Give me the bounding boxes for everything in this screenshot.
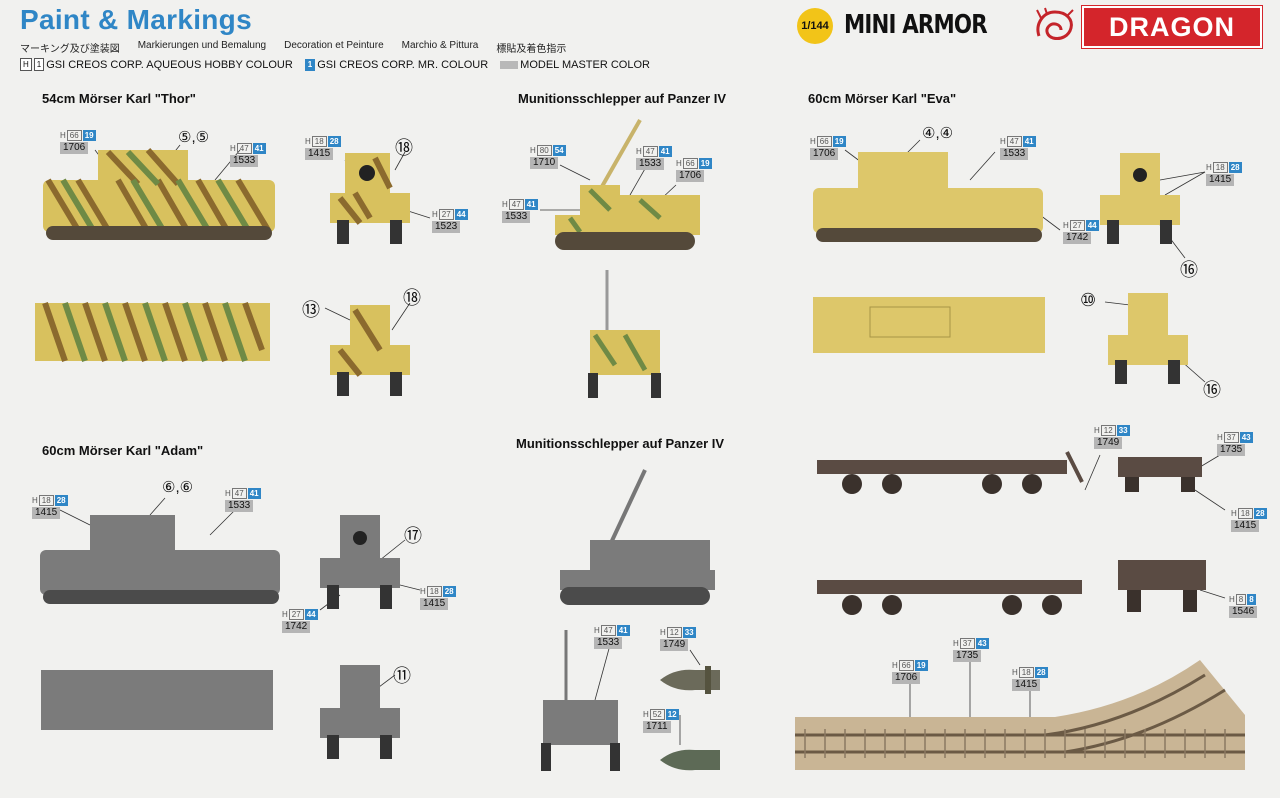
decal-callout: ⑪: [393, 666, 411, 686]
legend-aqueous-label: GSI CREOS CORP. AQUEOUS HOBBY COLOUR: [46, 58, 293, 71]
legend-mr-num: 1: [304, 58, 316, 71]
title-chinese: 標貼及着色指示: [496, 44, 567, 55]
decal-callout: ⑥,⑥: [162, 479, 194, 496]
thor-side-view: [43, 148, 275, 240]
legend-aqueous-box: H: [20, 58, 32, 71]
dragon-emblem-icon: [1036, 7, 1074, 40]
rail-track-diorama: [795, 660, 1245, 770]
title-japanese: マーキング及び塗装図: [20, 44, 120, 55]
legend-model-master-label: MODEL MASTER COLOR: [520, 58, 650, 71]
legend-aqueous-num: 1: [33, 58, 45, 71]
legend-model-master: MODEL MASTER COLOR: [500, 59, 650, 71]
shell-icons: [660, 666, 720, 771]
thor-top-view: [35, 301, 270, 362]
decal-callout: ④,④: [922, 125, 954, 142]
legend-mr-colour: 1 GSI CREOS CORP. MR. COLOUR: [304, 58, 489, 71]
decal-callout: ⑯: [1180, 260, 1198, 280]
section-title-panzer-1: Munitionsschlepper auf Panzer IV: [518, 91, 727, 106]
title-french: Decoration et Peinture: [284, 40, 384, 51]
eva-top-view: [813, 297, 1045, 353]
page-title: Paint & Markings: [20, 4, 252, 35]
decal-callout: ⑯: [1203, 380, 1221, 400]
brand-logo: DRAGON: [1081, 5, 1263, 49]
eva-rear-view: [1108, 293, 1188, 384]
thor-rear-view: [330, 305, 410, 396]
decal-callout: ⑱: [395, 138, 413, 158]
title-italian: Marchio & Pittura: [401, 40, 479, 51]
adam-side-view: [40, 515, 280, 604]
rail-car-end-1: [1118, 457, 1202, 492]
series-logo: MINI ARMOR: [844, 10, 988, 40]
decal-callout: ⑱: [403, 288, 421, 308]
scale-badge: 1/144: [797, 8, 833, 44]
eva-front-view: [1100, 153, 1180, 244]
decal-callout: ⑰: [404, 526, 422, 546]
section-title-panzer-2: Munitionsschlepper auf Panzer IV: [516, 436, 725, 451]
rail-car-side-1: [817, 451, 1084, 494]
panzer-rear-view-1: [588, 270, 661, 398]
title-german: Markierungen und Bemalung: [137, 40, 267, 51]
rail-car-side-2: [817, 580, 1082, 615]
adam-front-view: [320, 515, 400, 609]
section-title-eva: 60cm Mörser Karl "Eva": [808, 91, 957, 106]
legend-model-master-swatch: [500, 60, 519, 69]
legend-mr-label: GSI CREOS CORP. MR. COLOUR: [317, 58, 489, 71]
panzer-side-view-1: [555, 119, 700, 250]
adam-top-view: [41, 670, 273, 730]
panzer-side-view-2: [560, 469, 715, 605]
panzer-rear-view-2: [541, 630, 620, 771]
language-titles: マーキング及び塗装図 Markierungen und Bemalung Dec…: [20, 40, 566, 55]
thor-front-view: [330, 153, 410, 244]
decal-callout: ⑬: [302, 300, 320, 320]
adam-rear-view: [320, 665, 400, 759]
decal-callout: ⑩: [1080, 290, 1097, 310]
section-title-thor: 54cm Mörser Karl "Thor": [42, 91, 196, 106]
eva-side-view: [813, 152, 1043, 242]
section-title-adam: 60cm Mörser Karl "Adam": [42, 443, 204, 458]
rail-car-end-2: [1118, 560, 1206, 612]
decal-callout: ⑤,⑤: [178, 129, 210, 146]
